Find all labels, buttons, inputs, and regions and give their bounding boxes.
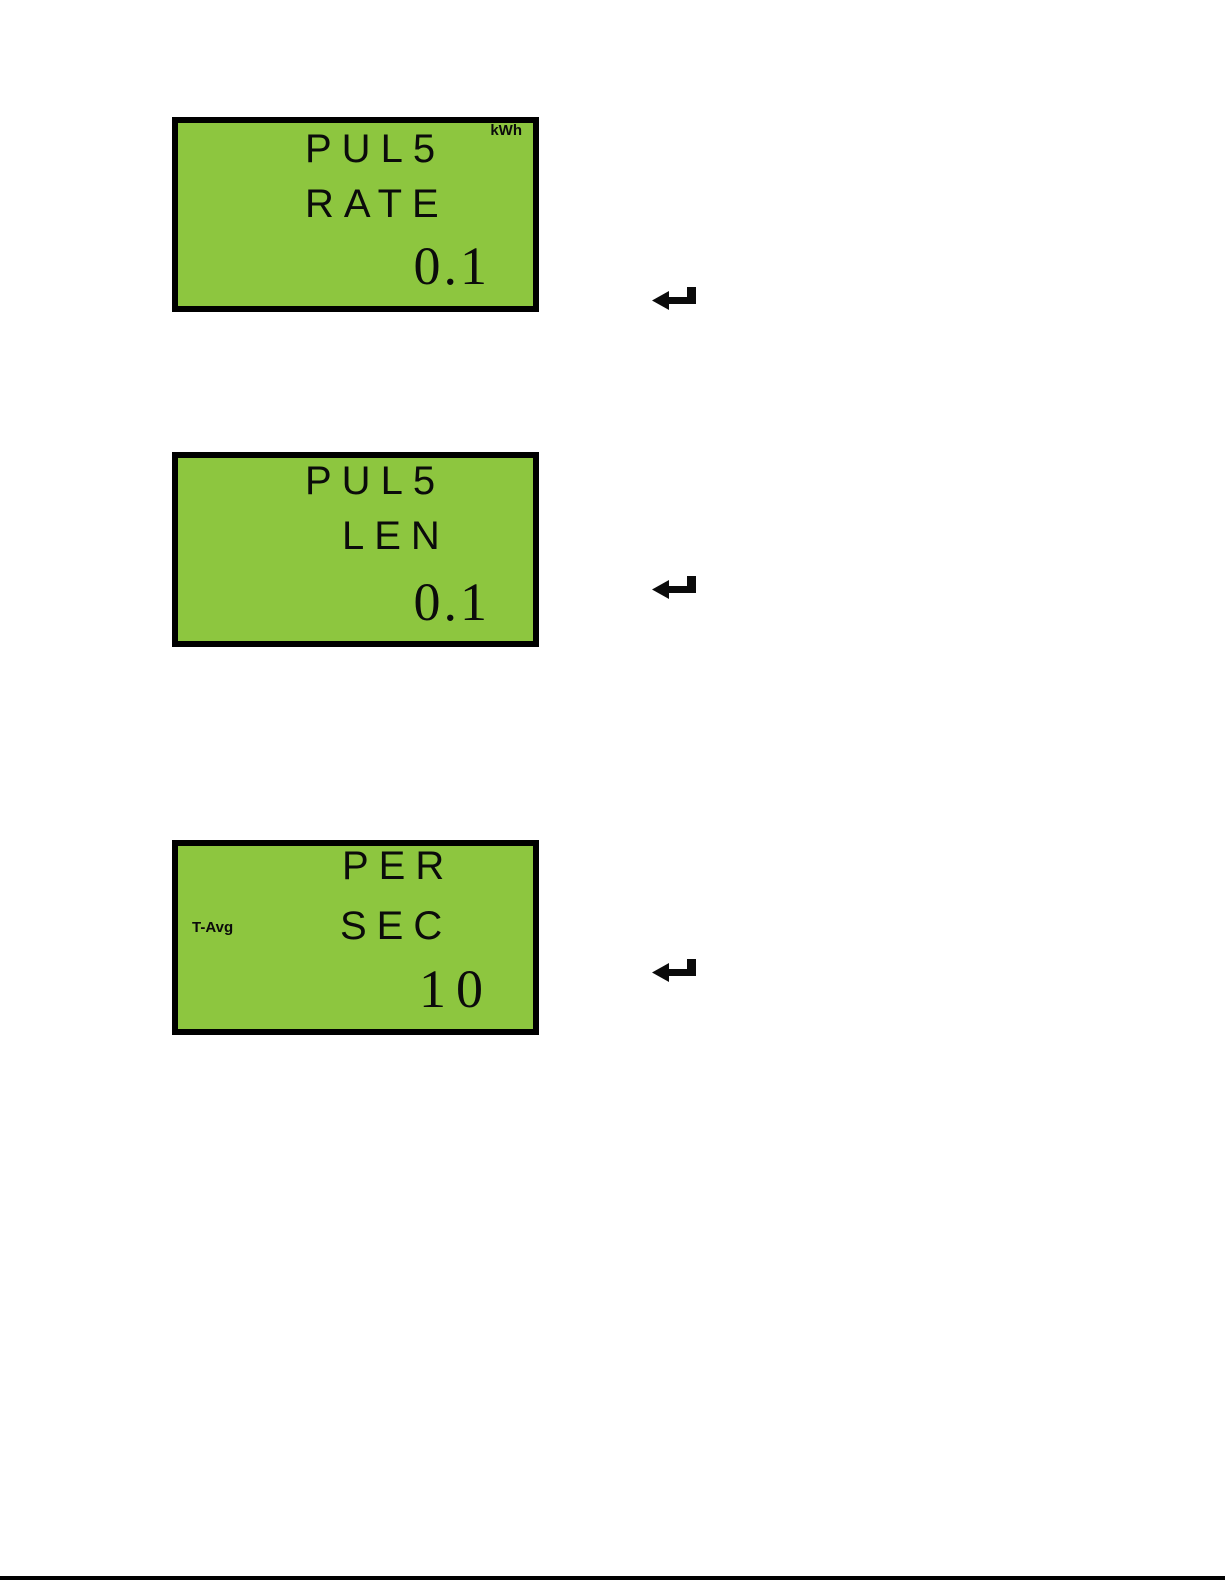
lcd-line1: PER <box>342 844 455 888</box>
lcd-value: 0.1 <box>413 572 490 632</box>
lcd-value: 10 <box>419 959 493 1019</box>
lcd-display-pulse-length: PUL5 LEN 0.1 <box>172 452 539 647</box>
kwh-unit-label: kWh <box>490 122 522 139</box>
enter-arrow-icon <box>652 576 696 599</box>
lcd-display-per-second: PER SEC 10 T-Avg <box>172 840 539 1035</box>
enter-arrow-icon <box>652 959 696 982</box>
enter-arrow-icon <box>652 287 696 310</box>
lcd-line1: PUL5 <box>305 459 446 503</box>
lcd-line2: SEC <box>340 904 453 948</box>
lcd-display-pulse-rate: PUL5 RATE 0.1 kWh <box>172 117 539 312</box>
t-avg-label: T-Avg <box>192 919 234 936</box>
lcd-line2: RATE <box>305 182 449 226</box>
page-bottom-rule <box>0 1576 1225 1580</box>
lcd-value: 0.1 <box>413 236 490 296</box>
lcd-line1: PUL5 <box>305 127 446 171</box>
lcd-line2: LEN <box>342 514 450 558</box>
